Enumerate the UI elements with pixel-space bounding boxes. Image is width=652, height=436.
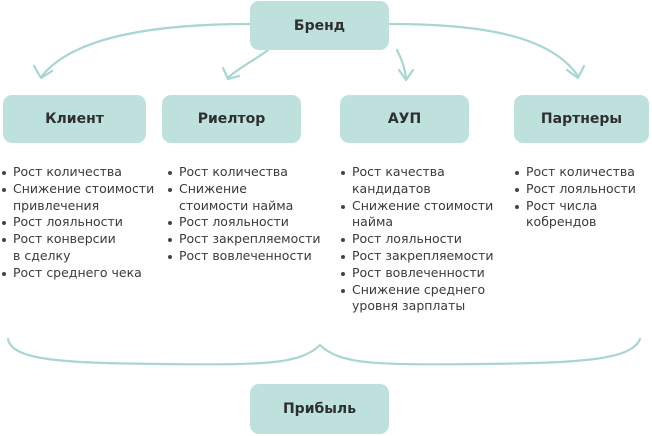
- item-text: Рост закрепляемости: [352, 247, 494, 263]
- list-item: Рост лояльности: [341, 231, 494, 248]
- item-text: Рост закрепляемости: [179, 231, 321, 247]
- item-text: в сделку: [13, 247, 71, 263]
- partners-box: Партнеры: [514, 95, 649, 143]
- item-text: найма: [352, 214, 394, 230]
- item-text: Снижение среднего: [352, 281, 486, 297]
- item-text: кобрендов: [526, 214, 597, 230]
- profit-label: Прибыль: [282, 401, 357, 417]
- item-text: стоимости найма: [179, 197, 294, 213]
- client-box: Клиент: [3, 95, 146, 143]
- list-item: Рост количества: [515, 164, 636, 181]
- item-text: Рост качества: [352, 164, 445, 179]
- arrowhead-realtor: [221, 66, 241, 81]
- list-item: Рост лояльности: [168, 214, 321, 231]
- list-item: Рост среднего чека: [2, 265, 154, 282]
- arrow-to-aup: [395, 48, 408, 80]
- partners-list: Рост количества Рост лояльности Рост чис…: [515, 164, 636, 231]
- brace: [6, 337, 642, 366]
- list-item: Рост количества: [168, 164, 321, 181]
- arrow-to-partners: [387, 22, 580, 78]
- item-text: Рост лояльности: [352, 231, 462, 247]
- aup-label: АУП: [387, 111, 422, 127]
- list-item: Рост закрепляемости: [168, 231, 321, 248]
- item-text: Рост конверсии: [13, 231, 116, 247]
- item-text: Рост вовлеченности: [179, 247, 312, 263]
- realtor-label: Риелтор: [197, 111, 266, 127]
- item-text: Рост среднего чека: [13, 264, 142, 280]
- item-text: Снижение стоимости: [13, 180, 155, 196]
- item-text: кандидатов: [352, 180, 431, 196]
- item-text: уровня зарплаты: [352, 298, 466, 314]
- list-item: Рост закрепляемости: [341, 248, 494, 265]
- realtor-box: Риелтор: [162, 95, 301, 143]
- partners-label: Партнеры: [540, 111, 623, 127]
- item-text: Рост количества: [526, 164, 635, 179]
- list-item: Рост лояльности: [2, 214, 154, 231]
- list-item: Рост лояльности: [515, 181, 636, 198]
- arrowhead-client: [32, 64, 54, 80]
- list-item: Рост вовлеченности: [168, 248, 321, 265]
- arrowhead-partners: [565, 64, 586, 80]
- item-text: Снижение: [179, 180, 247, 196]
- client-label: Клиент: [45, 111, 104, 127]
- list-item: Рост вовлеченности: [341, 265, 494, 282]
- item-text: Рост количества: [179, 164, 288, 179]
- item-text: Рост количества: [13, 164, 122, 179]
- arrow-to-realtor: [227, 48, 270, 79]
- aup-box: АУП: [340, 95, 469, 143]
- item-text: привлечения: [13, 197, 100, 213]
- brand-label: Бренд: [293, 17, 346, 34]
- item-text: Рост вовлеченности: [352, 264, 485, 280]
- arrowhead-aup: [397, 68, 415, 82]
- list-item: Рост количества: [2, 164, 154, 181]
- profit-box: Прибыль: [250, 384, 389, 434]
- item-text: Рост лояльности: [526, 180, 636, 196]
- item-text: Рост числа: [526, 197, 598, 213]
- item-text: Рост лояльности: [179, 214, 289, 230]
- arrow-to-client: [40, 22, 252, 78]
- item-text: Рост лояльности: [13, 214, 123, 230]
- item-text: Снижение стоимости: [352, 197, 494, 213]
- brand-box: Бренд: [250, 1, 389, 50]
